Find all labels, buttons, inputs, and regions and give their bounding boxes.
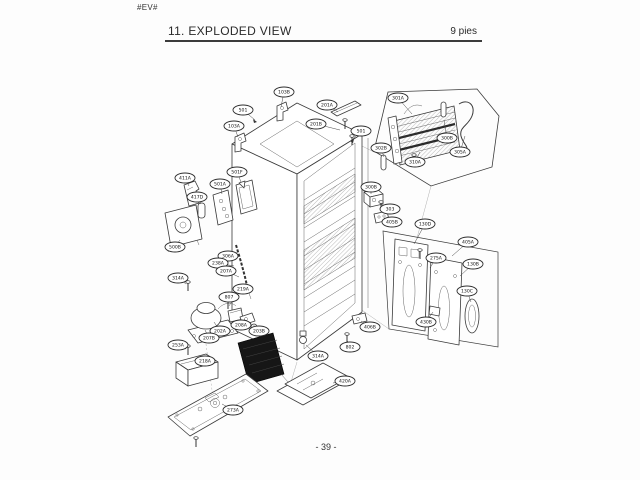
part-callout-label: 500B <box>169 245 181 251</box>
part-callout-oval <box>379 203 401 215</box>
part-callout-label: 501A <box>214 182 227 188</box>
part-callout-label: 310A <box>409 160 422 166</box>
part-callout-label: 218A <box>199 359 212 365</box>
part-callout-label: 300B <box>441 136 453 142</box>
base-plate-assembly <box>167 353 269 448</box>
part-callout-oval <box>305 118 327 130</box>
part-callout-oval <box>415 316 437 328</box>
title-underline <box>165 40 482 42</box>
part-callout-label: 207A <box>220 269 233 275</box>
part-callout-oval <box>370 142 392 154</box>
part-callout-label: 807 <box>225 295 234 301</box>
part-callout-label: 405B <box>386 220 398 226</box>
part-callout-oval <box>209 325 231 337</box>
page-meta-tag: #EV# <box>137 3 158 12</box>
part-callout-oval <box>350 125 372 137</box>
part-callout-oval <box>223 120 245 132</box>
part-callout-label: 305A <box>454 150 467 156</box>
part-callout-label: 300B <box>365 185 377 191</box>
part-callout-oval <box>387 92 409 104</box>
part-callout-label: 501 <box>357 129 366 135</box>
part-callout-label: 303 <box>386 207 395 213</box>
part-callout-label: 201B <box>310 122 322 128</box>
evaporator-assembly <box>373 88 500 187</box>
part-callout-oval <box>218 291 240 303</box>
part-callout-oval <box>404 156 426 168</box>
page-number: - 39 - <box>315 442 337 452</box>
rear-panel-assembly <box>382 230 499 348</box>
part-callout-oval <box>381 216 403 228</box>
part-callout-label: 253A <box>172 343 185 349</box>
section-title: 11. EXPLODED VIEW <box>168 24 292 38</box>
part-callout-label: 273A <box>227 408 240 414</box>
part-callout-label: 314A <box>312 354 325 360</box>
part-callout-label: 207B <box>203 336 215 342</box>
part-callout-oval <box>425 252 447 264</box>
part-callout-oval <box>334 375 356 387</box>
part-callout-label: 103B <box>278 90 290 96</box>
part-callout-oval <box>316 99 338 111</box>
part-callout-oval <box>449 146 471 158</box>
part-callout-label: 238A <box>212 261 225 267</box>
part-callout-label: 103A <box>228 124 241 130</box>
part-callout-oval <box>232 283 254 295</box>
part-callout-oval <box>186 191 208 203</box>
part-callout-label: 208A <box>235 323 248 329</box>
part-callout-label: 406B <box>364 325 376 331</box>
part-callout-oval <box>456 285 478 297</box>
part-callout-oval <box>414 218 436 230</box>
part-callout-label: 802 <box>346 345 355 351</box>
part-callout-label: 203B <box>253 329 265 335</box>
part-callout-label: 314A <box>172 276 185 282</box>
part-callout-label: 501F <box>231 170 243 176</box>
part-callout-label: 405A <box>462 240 475 246</box>
part-callouts: 103B 501 103A 201A 201B 501 301A 302B 300B 305A 31… <box>164 86 484 416</box>
part-callout-oval <box>164 241 186 253</box>
pieces-count-label: 9 pies <box>450 26 477 37</box>
part-callout-oval <box>462 258 484 270</box>
part-callout-label: 302B <box>375 146 387 152</box>
part-callout-oval <box>174 172 196 184</box>
part-callout-oval <box>194 355 216 367</box>
part-callout-oval <box>457 236 479 248</box>
part-callout-oval <box>230 319 252 331</box>
part-callout-label: 130C <box>461 289 473 295</box>
part-callout-label: 417D <box>191 195 204 201</box>
hinge-parts <box>234 100 362 153</box>
part-callout-oval <box>307 350 329 362</box>
part-callout-label: 411A <box>179 176 192 182</box>
part-callout-label: 130B <box>467 262 479 268</box>
part-callout-oval <box>339 341 361 353</box>
part-callout-oval <box>222 404 244 416</box>
part-callout-label: 501 <box>239 108 248 114</box>
part-callout-oval <box>273 86 295 98</box>
part-callout-label: 301A <box>392 96 405 102</box>
part-callout-oval <box>436 132 458 144</box>
part-callout-label: 306A <box>222 254 235 260</box>
part-callout-oval <box>167 339 189 351</box>
part-callout-oval <box>215 265 237 277</box>
part-callout-oval <box>167 272 189 284</box>
part-callout-label: 130D <box>419 222 432 228</box>
part-callout-oval <box>209 178 231 190</box>
part-callout-label: 202A <box>214 329 227 335</box>
part-callout-label: 420A <box>339 379 352 385</box>
part-callout-oval <box>226 166 248 178</box>
part-callout-label: 275A <box>430 256 443 262</box>
part-callout-label: 430B <box>420 320 432 326</box>
part-callout-label: 219A <box>237 287 250 293</box>
part-callout-oval <box>248 325 270 337</box>
part-callout-label: 201A <box>321 103 334 109</box>
part-callout-oval <box>359 321 381 333</box>
part-callout-oval <box>232 104 254 116</box>
part-callout-oval <box>198 332 220 344</box>
part-callout-oval <box>360 181 382 193</box>
